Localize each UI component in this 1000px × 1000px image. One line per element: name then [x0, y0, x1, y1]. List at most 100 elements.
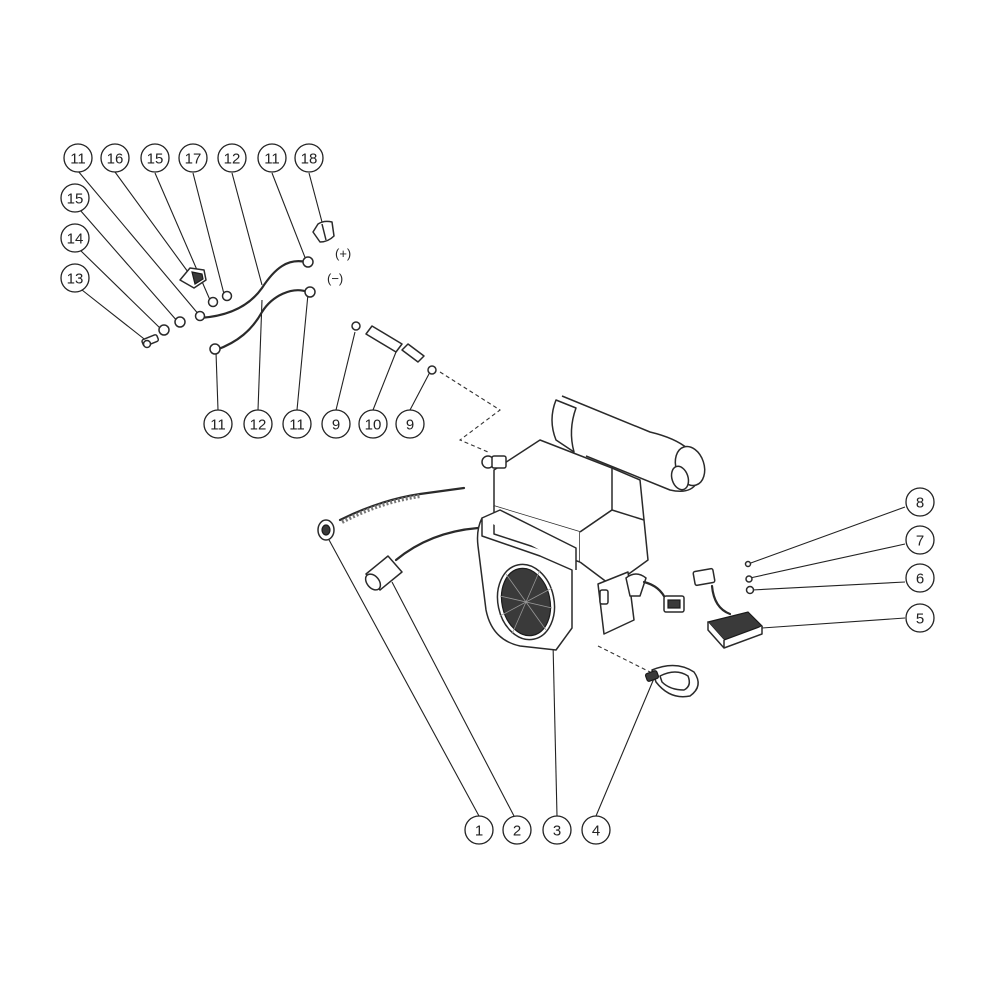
callout-circle [905, 487, 935, 517]
callout-11: 11 [282, 409, 312, 439]
callout-16: 16 [100, 143, 130, 173]
callout-11: 11 [63, 143, 93, 173]
callout-circle [321, 409, 351, 439]
callout-number: 4 [592, 823, 600, 840]
negative-cable [214, 289, 310, 352]
callout-2: 2 [502, 815, 532, 845]
callout-circle [217, 143, 247, 173]
callout-3: 3 [542, 815, 572, 845]
terminal-cover-icon [179, 267, 207, 289]
callout-number: 6 [916, 571, 924, 588]
washer-icon [745, 575, 753, 583]
battery-cable-group: (+) (−) [141, 220, 351, 355]
callout-circle [905, 563, 935, 593]
spark-plug-cable [364, 526, 480, 591]
callout-6: 6 [905, 563, 935, 593]
callout-4: 4 [581, 815, 611, 845]
callout-number: 17 [185, 151, 202, 168]
hose-clamp-icon [427, 365, 437, 375]
ground-strap-icon [644, 664, 699, 698]
callout-circle [464, 815, 494, 845]
callout-number: 7 [916, 533, 924, 550]
callout-number: 15 [147, 151, 164, 168]
callout-12: 12 [217, 143, 247, 173]
callout-circle [60, 263, 90, 293]
hose-clamp-icon [351, 321, 361, 331]
callout-circle [502, 815, 532, 845]
engine-icon [476, 395, 706, 673]
callout-circle [905, 525, 935, 555]
callout-number: 11 [264, 151, 280, 168]
callout-number: 2 [513, 823, 521, 840]
callout-number: 14 [67, 231, 84, 248]
callout-1: 1 [464, 815, 494, 845]
negative-mark: (−) [327, 271, 343, 286]
callout-number: 8 [916, 495, 924, 512]
callout-number: 12 [250, 417, 267, 434]
callout-10: 10 [358, 409, 388, 439]
bolt-icon [141, 334, 160, 349]
callout-circle [282, 409, 312, 439]
positive-cable [198, 260, 308, 320]
callout-number: 11 [70, 151, 86, 168]
ring-terminal-icon [304, 286, 316, 298]
callout-9: 9 [321, 409, 351, 439]
callout-circle [178, 143, 208, 173]
callout-12: 12 [243, 409, 273, 439]
leader-lines [77, 170, 906, 817]
callout-circle [63, 143, 93, 173]
callout-number: 13 [67, 271, 84, 288]
callout-17: 17 [178, 143, 208, 173]
callout-circle [100, 143, 130, 173]
callout-11: 11 [257, 143, 287, 173]
ring-terminal-icon [302, 256, 314, 268]
callout-number: 9 [332, 417, 340, 434]
nut-icon [207, 290, 233, 308]
washer-icon [745, 585, 755, 595]
callout-7: 7 [905, 525, 935, 555]
callout-15: 15 [140, 143, 170, 173]
callout-number: 10 [365, 417, 382, 434]
callout-5: 5 [905, 603, 935, 633]
callout-circle [60, 223, 90, 253]
fan-grille-icon [496, 563, 556, 641]
callout-circle [358, 409, 388, 439]
callout-circle [294, 143, 324, 173]
callout-number: 11 [289, 417, 305, 434]
callout-number: 9 [406, 417, 414, 434]
voltage-regulator-group [692, 560, 764, 649]
callout-13: 13 [60, 263, 90, 293]
callout-number: 3 [553, 823, 561, 840]
fuel-hose-icon [365, 325, 403, 353]
fuel-line-group [351, 321, 501, 453]
callout-15: 15 [60, 183, 90, 213]
callout-8: 8 [905, 487, 935, 517]
ring-terminal-icon [209, 343, 221, 355]
callout-circle [395, 409, 425, 439]
callout-circle [257, 143, 287, 173]
terminal-boot-icon [312, 220, 335, 243]
callout-circle [542, 815, 572, 845]
callout-number: 5 [916, 611, 924, 628]
callout-number: 18 [301, 151, 318, 168]
screw-icon [744, 560, 752, 568]
callout-number: 1 [475, 823, 483, 840]
callout-number: 12 [224, 151, 241, 168]
callout-circle [905, 603, 935, 633]
callout-circle [60, 183, 90, 213]
grounding-wire [317, 486, 466, 541]
callout-9: 9 [395, 409, 425, 439]
callout-11: 11 [203, 409, 233, 439]
positive-mark: (+) [335, 246, 351, 261]
callout-circle [243, 409, 273, 439]
callout-number: 11 [210, 417, 226, 434]
callout-14: 14 [60, 223, 90, 253]
callout-number: 15 [67, 191, 84, 208]
callout-number: 16 [107, 151, 124, 168]
callout-circle [581, 815, 611, 845]
callout-18: 18 [294, 143, 324, 173]
callout-circle [140, 143, 170, 173]
callout-circle [203, 409, 233, 439]
